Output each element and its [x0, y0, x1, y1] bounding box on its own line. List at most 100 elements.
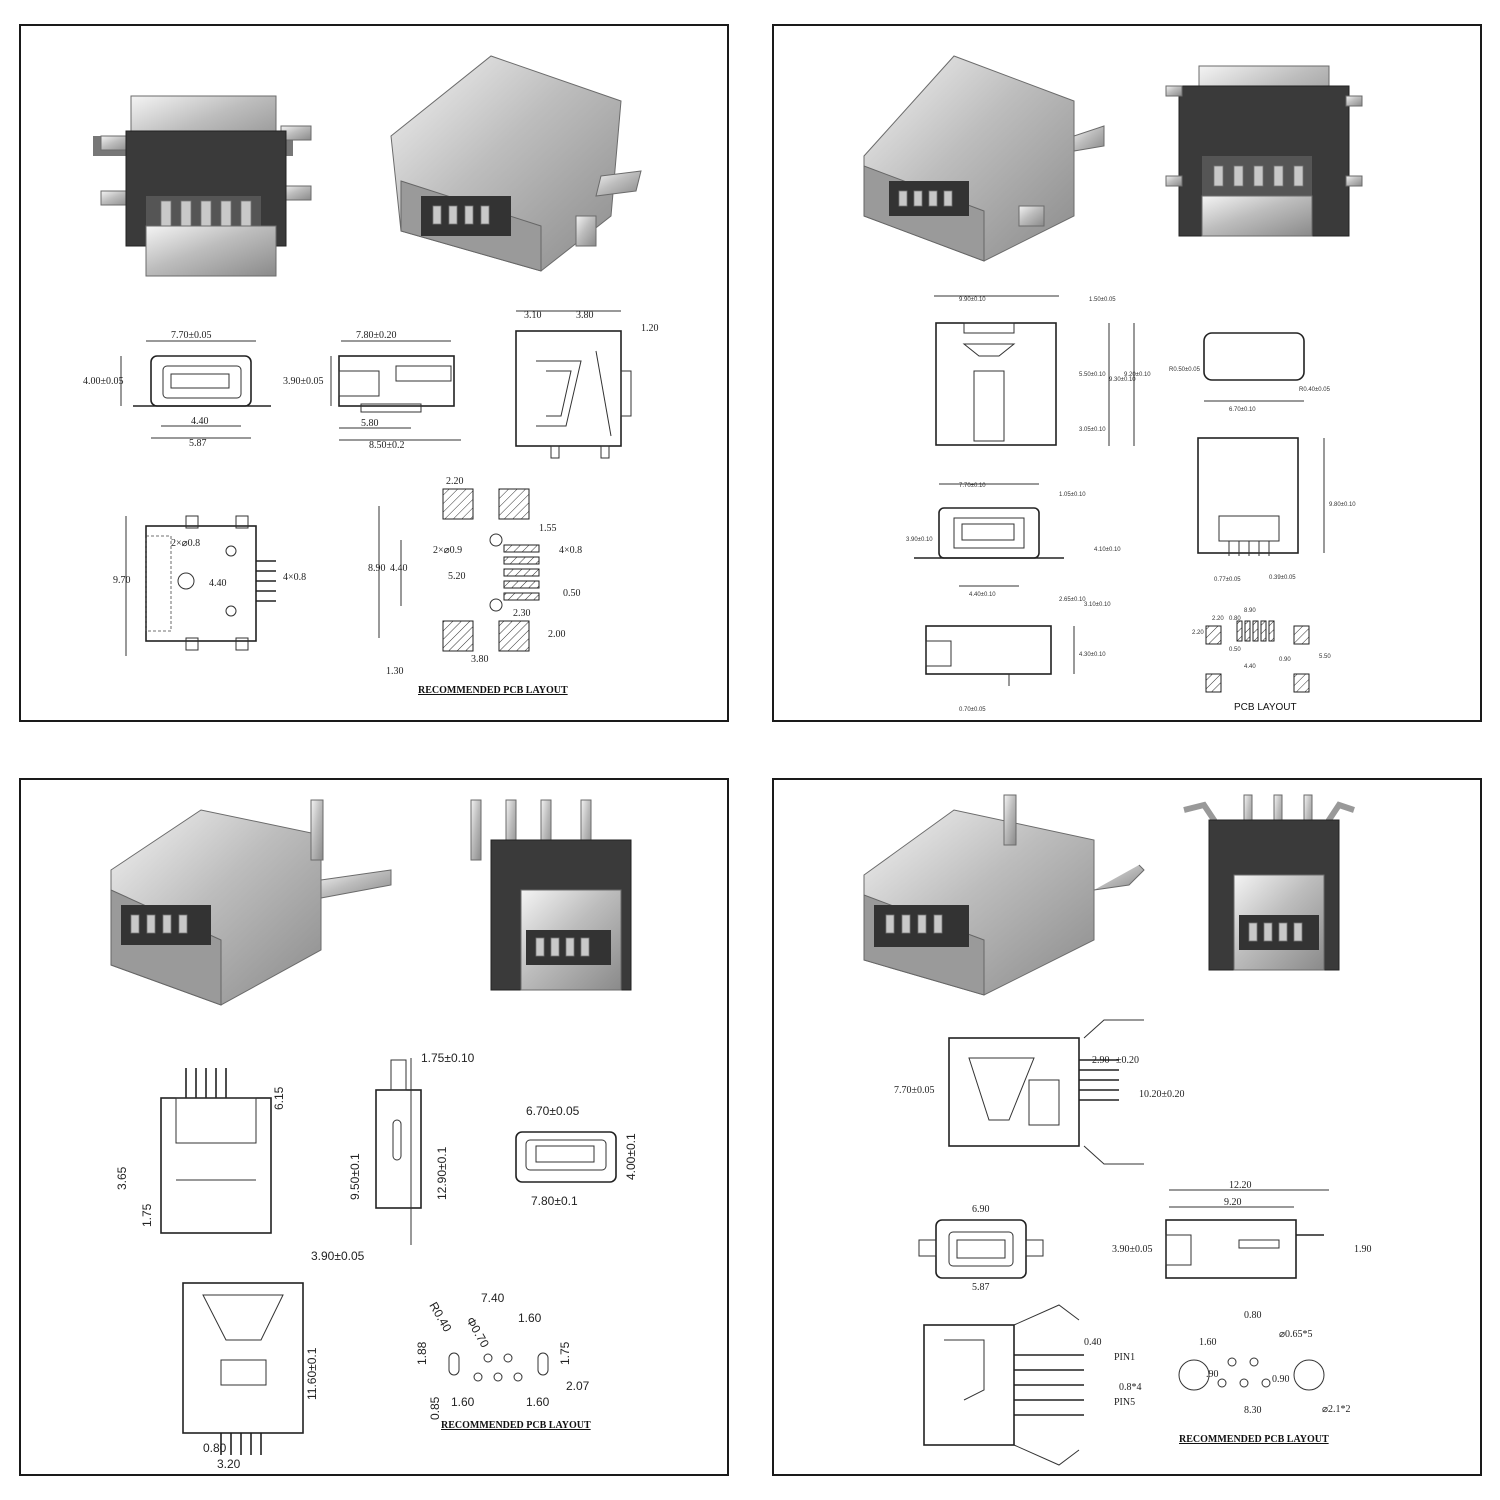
- svg-text:7.70±0.05: 7.70±0.05: [894, 1085, 935, 1096]
- side-view-drawing: 6.15 3.65 1.75: [115, 1068, 286, 1234]
- pin-detail-drawing: 0.40 PIN1 0.8*4 PIN5: [923, 1304, 1142, 1466]
- svg-text:4.40: 4.40: [209, 578, 227, 589]
- svg-text:2×⌀0.8: 2×⌀0.8: [171, 538, 200, 549]
- svg-text:8.90: 8.90: [1244, 608, 1256, 614]
- svg-text:2.20: 2.20: [446, 476, 464, 487]
- svg-text:0.77±0.05: 0.77±0.05: [1214, 577, 1241, 583]
- svg-text:7.80±0.20: 7.80±0.20: [356, 330, 397, 341]
- svg-text:0.85: 0.85: [428, 1396, 442, 1420]
- side-view-drawing: 7.80±0.20 3.90±0.05 5.80 8.50±0.2: [283, 330, 461, 451]
- svg-text:PIN5: PIN5: [1114, 1397, 1135, 1408]
- svg-text:1.75: 1.75: [140, 1203, 154, 1227]
- panel-smd-connector-type-a: 7.70±0.05 4.00±0.05 4.40 5.87 7.80±0.20 …: [19, 24, 729, 722]
- pcb-layout-drawing: 0.80 1.60 ⌀0.65*5 .90 0.90 ⌀2.1*2 8.30 R…: [1178, 1310, 1351, 1445]
- svg-text:4.00±0.05: 4.00±0.05: [83, 376, 124, 387]
- pcb-layout-caption: RECOMMENDED PCB LAYOUT: [1179, 1434, 1329, 1445]
- svg-text:9.20±0.10: 9.20±0.10: [1124, 372, 1151, 378]
- svg-text:3.90±0.05: 3.90±0.05: [283, 376, 324, 387]
- svg-text:R0.40±0.05: R0.40±0.05: [1299, 387, 1331, 393]
- top-view-drawing: 9.90±0.10 1.50±0.05 5.50±0.10 9.30±0.10 …: [934, 295, 1151, 446]
- svg-text:1.60: 1.60: [526, 1395, 550, 1409]
- svg-text:8.50±0.2: 8.50±0.2: [369, 440, 405, 451]
- svg-text:0.90: 0.90: [1272, 1374, 1290, 1385]
- svg-text:3.90±0.10: 3.90±0.10: [906, 537, 933, 543]
- connector-photo-angled: [863, 794, 1145, 996]
- svg-text:1.60: 1.60: [1199, 1337, 1217, 1348]
- svg-text:5.80: 5.80: [361, 418, 379, 429]
- svg-text:.90: .90: [1206, 1369, 1219, 1380]
- svg-text:4.40: 4.40: [191, 416, 209, 427]
- front-view-drawing: 6.90 5.87: [918, 1204, 1044, 1293]
- svg-text:R0.50±0.05: R0.50±0.05: [1169, 367, 1201, 373]
- svg-text:11.60±0.1: 11.60±0.1: [305, 1347, 319, 1400]
- front-view-drawing: 6.70±0.05 4.00±0.1 7.80±0.1: [515, 1104, 638, 1208]
- svg-text:R0.40: R0.40: [426, 1300, 454, 1335]
- svg-text:2.30: 2.30: [513, 608, 531, 619]
- top-view-drawing: 3.10 3.80 1.20: [515, 310, 659, 459]
- svg-text:3.80: 3.80: [471, 654, 489, 665]
- connector-photo-angled: [863, 55, 1105, 262]
- connector-photo-front: [1165, 65, 1363, 237]
- svg-text:3.10±0.10: 3.10±0.10: [1084, 602, 1111, 608]
- connector-photo-angled: [390, 55, 642, 272]
- rear-view-drawing: 9.80±0.10 0.77±0.05 0.39±0.05: [1197, 437, 1356, 583]
- svg-text:3.10: 3.10: [524, 310, 542, 321]
- rear-view-drawing: 11.60±0.1 0.80 3.20: [182, 1282, 319, 1471]
- svg-text:5.87: 5.87: [189, 438, 207, 449]
- connector-photo-front: [1183, 794, 1355, 971]
- pcb-layout-drawing: 2.20 1.55 2×⌀0.9 4×0.8 8.90 4.40 5.20 0.…: [368, 476, 582, 696]
- svg-text:⌀0.65*5: ⌀0.65*5: [1279, 1329, 1313, 1340]
- svg-text:1.88: 1.88: [415, 1341, 429, 1365]
- svg-text:1.75: 1.75: [558, 1341, 572, 1365]
- side-view-drawing: 12.20 9.20 3.90±0.05 1.90: [1112, 1180, 1372, 1279]
- connector-photo-angled: [110, 799, 392, 1006]
- svg-text:5.20: 5.20: [448, 571, 466, 582]
- connector-photo-front: [470, 799, 632, 991]
- svg-text:2.65±0.10: 2.65±0.10: [1059, 597, 1086, 603]
- svg-text:4.40±0.10: 4.40±0.10: [969, 592, 996, 598]
- svg-text:3.80: 3.80: [576, 310, 594, 321]
- svg-text:8.30: 8.30: [1244, 1405, 1262, 1416]
- svg-text:1.50±0.05: 1.50±0.05: [1089, 297, 1116, 303]
- svg-text:2.20: 2.20: [1212, 616, 1224, 622]
- svg-text:10.20±0.20: 10.20±0.20: [1139, 1089, 1185, 1100]
- svg-text:0.50: 0.50: [563, 588, 581, 599]
- svg-text:5.87: 5.87: [972, 1282, 990, 1293]
- svg-text:3.90±0.05: 3.90±0.05: [1112, 1244, 1153, 1255]
- profile-drawing: 1.75±0.10 9.50±0.1 12.90±0.1 3.90±0.05: [311, 1051, 475, 1263]
- svg-text:9.50±0.1: 9.50±0.1: [348, 1153, 362, 1200]
- svg-text:1.55: 1.55: [539, 523, 557, 534]
- svg-text:3.05±0.10: 3.05±0.10: [1079, 427, 1106, 433]
- side-view-drawing: 4.30±0.10 0.70±0.05: [925, 625, 1106, 713]
- svg-text:1.75±0.10: 1.75±0.10: [421, 1051, 475, 1065]
- svg-text:2.00: 2.00: [548, 629, 566, 640]
- svg-text:Φ0.70: Φ0.70: [463, 1315, 492, 1351]
- svg-text:5.50: 5.50: [1319, 654, 1331, 660]
- svg-text:2×⌀0.9: 2×⌀0.9: [433, 545, 462, 556]
- svg-text:9.20: 9.20: [1224, 1197, 1242, 1208]
- svg-text:0.80: 0.80: [1244, 1310, 1262, 1321]
- svg-text:7.80±0.1: 7.80±0.1: [531, 1194, 578, 1208]
- pcb-layout-caption: RECOMMENDED PCB LAYOUT: [441, 1420, 591, 1431]
- svg-text:12.20: 12.20: [1229, 1180, 1252, 1191]
- svg-text:3.65: 3.65: [115, 1166, 129, 1190]
- svg-text:9.90±0.10: 9.90±0.10: [959, 297, 986, 303]
- svg-text:0.80: 0.80: [203, 1441, 227, 1455]
- panel-vertical-connector-type-b: 7.70±0.05 2.90 ±0.20 10.20±0.20 6.90 5.8…: [772, 778, 1482, 1476]
- svg-text:0.80: 0.80: [1229, 616, 1241, 622]
- svg-text:⌀2.1*2: ⌀2.1*2: [1322, 1404, 1351, 1415]
- svg-text:6.70±0.05: 6.70±0.05: [526, 1104, 580, 1118]
- svg-text:1.05±0.10: 1.05±0.10: [1059, 492, 1086, 498]
- svg-text:2.07: 2.07: [566, 1379, 590, 1393]
- svg-text:4×0.8: 4×0.8: [559, 545, 582, 556]
- pin-side-drawing: 9.70 2×⌀0.8 4.40 4×0.8: [113, 515, 306, 656]
- profile-drawing: R0.50±0.05 R0.40±0.05 6.70±0.10: [1169, 332, 1331, 413]
- svg-text:4.30±0.10: 4.30±0.10: [1079, 652, 1106, 658]
- svg-text:2.20: 2.20: [1192, 630, 1204, 636]
- svg-text:3.90±0.05: 3.90±0.05: [311, 1249, 365, 1263]
- svg-text:0.70±0.05: 0.70±0.05: [959, 707, 986, 713]
- pcb-layout-caption: RECOMMENDED PCB LAYOUT: [418, 685, 568, 696]
- pcb-layout-drawing: 8.90 2.20 0.80 2.20 0.50 4.40 0.90 5.50 …: [1192, 608, 1331, 713]
- svg-text:1.90: 1.90: [1354, 1244, 1372, 1255]
- connector-photo-front: [93, 95, 312, 277]
